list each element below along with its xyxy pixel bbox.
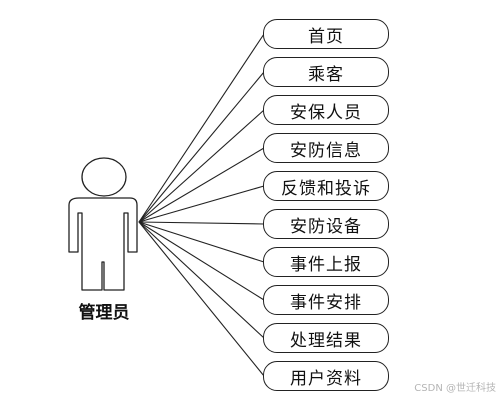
use-case-label: 事件上报 [290,254,362,275]
use-case-box: 安防设备 [263,209,389,239]
association-line [138,109,265,223]
association-line [138,221,265,377]
association-line [138,33,265,223]
use-case-label: 用户资料 [290,368,362,389]
use-case-box: 处理结果 [263,323,389,353]
use-case-box: 安保人员 [263,95,389,125]
association-line [138,71,265,223]
use-case-label: 安保人员 [290,102,362,123]
use-case-box: 事件上报 [263,247,389,277]
association-line [138,221,265,339]
use-case-box: 乘客 [263,57,389,87]
use-case-box: 用户资料 [263,361,389,391]
association-line [138,221,265,301]
use-case-box: 反馈和投诉 [263,171,389,201]
association-line [138,221,265,225]
use-case-label: 事件安排 [290,292,362,313]
use-case-label: 处理结果 [290,330,362,351]
actor-label: 管理员 [78,303,130,323]
association-line [138,185,265,223]
actor-figure-icon [68,157,138,291]
use-case-label: 反馈和投诉 [281,178,371,199]
use-case-label: 安防设备 [290,216,362,237]
use-case-label: 首页 [308,26,344,47]
watermark: CSDN @世迁科技 [414,383,496,394]
use-case-box: 安防信息 [263,133,389,163]
use-case-label: 安防信息 [290,140,362,161]
use-case-box: 事件安排 [263,285,389,315]
use-case-label: 乘客 [308,64,344,85]
association-line [138,147,265,223]
use-case-box: 首页 [263,19,389,49]
association-line [138,221,265,263]
